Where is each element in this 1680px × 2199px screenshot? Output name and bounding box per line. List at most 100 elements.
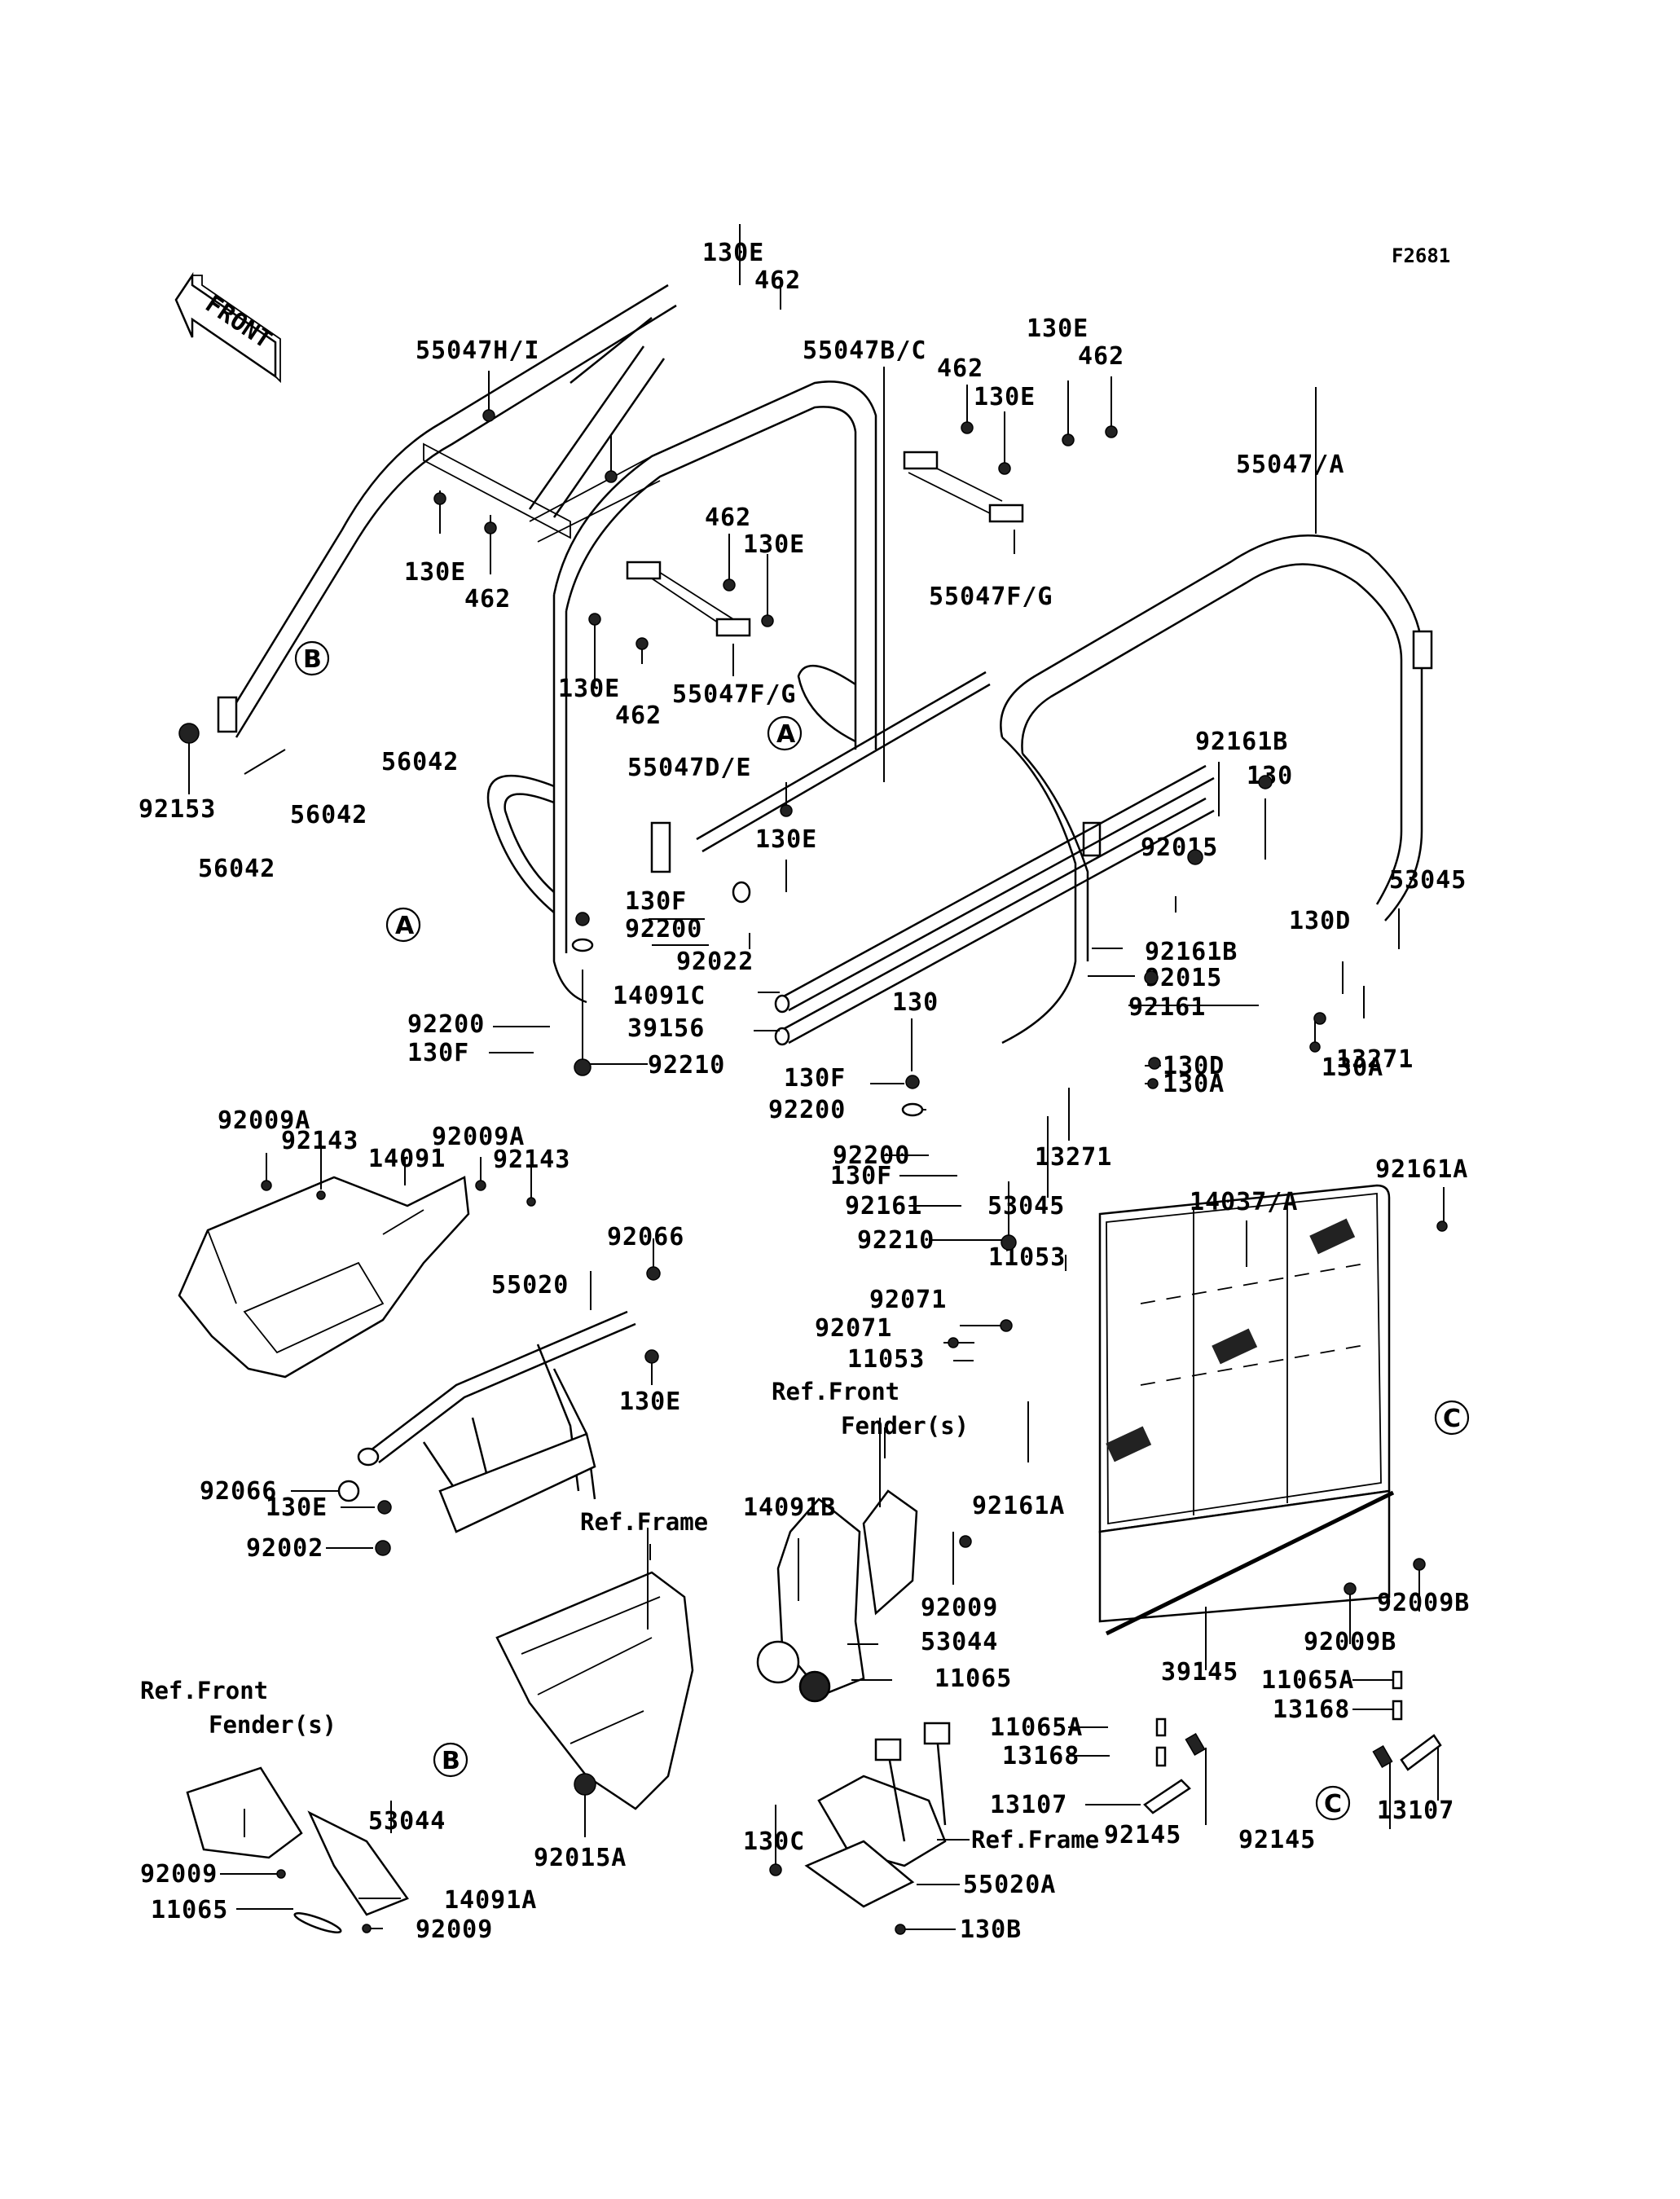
part-label: 11065 <box>151 1896 228 1924</box>
leader-lines <box>188 224 1445 1930</box>
front-guard-14091 <box>178 1176 470 1379</box>
part-label: 92161A <box>1375 1155 1468 1184</box>
roll-cage-center-55047BC <box>486 380 877 1004</box>
part-label: 11053 <box>988 1243 1066 1272</box>
part-label: 92009B <box>1377 1589 1470 1617</box>
part-label: 92071 <box>815 1314 892 1343</box>
part-label: 13107 <box>990 1791 1067 1819</box>
part-label: 92009 <box>921 1594 998 1622</box>
part-label: 55047B/C <box>803 336 927 365</box>
part-label: 92009 <box>416 1915 493 1944</box>
part-label: 53044 <box>368 1807 446 1836</box>
part-label: 92066 <box>607 1223 684 1251</box>
part-label: 462 <box>937 354 983 383</box>
part-label: 130E <box>558 675 620 703</box>
part-label: 55020 <box>491 1271 569 1300</box>
part-label: 130E <box>702 239 764 267</box>
front-direction-arrow-icon: FRONT <box>174 271 281 384</box>
part-label: 130F <box>625 887 687 916</box>
part-label: 130E <box>755 825 817 854</box>
part-label: 130E <box>404 558 466 587</box>
part-label: 56042 <box>290 801 367 829</box>
part-label: 92071 <box>869 1286 947 1314</box>
part-label: 92009B <box>1304 1628 1396 1656</box>
part-label: 14037/A <box>1190 1188 1298 1216</box>
part-label: 56042 <box>381 748 459 776</box>
part-label: 130F <box>830 1162 892 1190</box>
part-label: 92161A <box>972 1492 1065 1520</box>
crossbar-55047DE <box>650 671 991 873</box>
fastener-icons <box>178 409 1448 1935</box>
part-label: 92009 <box>140 1860 218 1889</box>
part-label: 53045 <box>1389 866 1467 895</box>
tailgate-14037A <box>1098 1184 1391 1623</box>
part-label: 11053 <box>847 1345 925 1374</box>
part-label: 130B <box>960 1915 1022 1944</box>
ref-marker-a-left: A <box>385 907 421 943</box>
frame-reference <box>495 1571 694 1810</box>
part-label: 55047H/I <box>416 336 540 365</box>
part-label: 11065 <box>935 1665 1012 1693</box>
part-label: 92015 <box>1141 833 1218 862</box>
tube-covers-14091C-39156 <box>774 764 1215 1046</box>
part-label: 13168 <box>1002 1742 1080 1770</box>
part-label: 92145 <box>1104 1821 1181 1849</box>
part-label: 462 <box>705 504 751 532</box>
svg-text:A: A <box>395 912 415 940</box>
ref-front-fender-label: Ref.Front <box>772 1378 899 1405</box>
footrest-55020A <box>804 1722 951 1908</box>
roll-cage-front-55047HI <box>217 284 677 738</box>
bumper-frame-55020 <box>357 1310 636 1533</box>
part-label: 130E <box>743 530 805 559</box>
part-label: 462 <box>464 585 511 614</box>
part-label: 11065A <box>1261 1666 1354 1695</box>
ref-marker-c-right: C <box>1434 1400 1470 1436</box>
part-label: 92161B <box>1145 938 1238 966</box>
part-labels: 55047H/I 130E 462 55047B/C 462 130E 130E… <box>139 239 1470 1944</box>
ref-marker-c-bottom: C <box>1315 1785 1351 1821</box>
part-label: 14091C <box>613 982 706 1010</box>
part-label: 92210 <box>648 1051 725 1080</box>
part-label: 130A <box>1322 1053 1383 1082</box>
part-label: 14091A <box>444 1886 537 1915</box>
svg-text:C: C <box>1324 1790 1342 1819</box>
svg-text:B: B <box>303 645 322 674</box>
part-label: 92009A <box>218 1106 310 1135</box>
part-label: 92161 <box>845 1192 922 1220</box>
ref-marker-a-center: A <box>767 715 803 751</box>
ref-frame-label: Ref.Frame <box>580 1508 708 1536</box>
part-label: 92200 <box>625 915 702 943</box>
part-label: 13271 <box>1035 1143 1112 1172</box>
ref-marker-b-top: B <box>294 640 330 676</box>
part-label: 92161 <box>1128 993 1206 1022</box>
svg-text:A: A <box>776 720 796 749</box>
part-label: 55047D/E <box>627 754 752 782</box>
ref-marker-b-bottom: B <box>433 1742 468 1778</box>
bracket-14091B <box>756 1489 918 1703</box>
seal-strip-39145 <box>1105 1490 1395 1636</box>
part-label: 55047F/G <box>929 583 1053 611</box>
part-label: 39156 <box>627 1014 705 1043</box>
part-label: 92002 <box>246 1534 323 1563</box>
part-label: 130D <box>1163 1052 1225 1080</box>
part-label: 13168 <box>1273 1695 1350 1724</box>
figure-id: F2681 <box>1392 244 1450 267</box>
part-label: 462 <box>1078 342 1124 371</box>
part-label: 56042 <box>198 855 275 883</box>
svg-text:B: B <box>442 1747 460 1775</box>
part-label: 55047/A <box>1236 451 1344 479</box>
part-label: 130A <box>1163 1070 1225 1098</box>
part-label: 13107 <box>1377 1797 1454 1825</box>
part-label: 130F <box>784 1064 846 1093</box>
part-label: 14091B <box>743 1493 836 1522</box>
part-label: 53044 <box>921 1628 998 1656</box>
part-label: 92015A <box>534 1844 627 1872</box>
ref-front-fender-label: Ref.Front <box>140 1677 268 1704</box>
part-label: 92022 <box>676 948 754 976</box>
part-label: 39145 <box>1161 1658 1238 1687</box>
part-label: 130D <box>1289 907 1351 935</box>
part-label: 92200 <box>768 1096 846 1124</box>
part-label: 130E <box>974 383 1036 411</box>
part-label: 14091 <box>368 1145 446 1173</box>
part-label: 92161B <box>1195 728 1288 756</box>
